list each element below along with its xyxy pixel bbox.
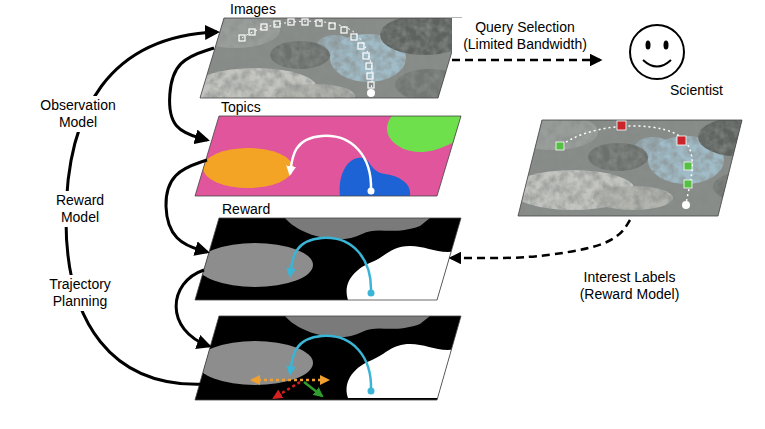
labeled-image-panel bbox=[508, 114, 765, 224]
planning-panel bbox=[190, 312, 465, 402]
topic-panel bbox=[190, 112, 465, 202]
image-panel bbox=[190, 12, 470, 122]
waypoint-squares bbox=[239, 19, 374, 88]
planning-arrow bbox=[176, 270, 209, 346]
topic-layer: Topics bbox=[207, 99, 463, 198]
flow-arrow bbox=[166, 160, 207, 252]
candidate-arrow bbox=[274, 382, 300, 398]
layer-heading: Topics bbox=[221, 99, 261, 115]
layer-heading: Reward bbox=[222, 201, 270, 217]
edge-label: Interest Labels (Reward Model) bbox=[562, 268, 697, 304]
reward-layer: Reward bbox=[207, 201, 451, 302]
candidate-arrow bbox=[304, 382, 322, 396]
scientist: Scientist bbox=[600, 22, 750, 220]
layer-heading: Images bbox=[230, 1, 276, 17]
edge-label: Query Selection (Limited Bandwidth) bbox=[452, 18, 598, 54]
reward-panel bbox=[190, 214, 465, 304]
dashed-arrow bbox=[452, 59, 600, 62]
process-label: Observation Model bbox=[30, 96, 126, 132]
dashed-arrow bbox=[451, 220, 630, 258]
flow-arrow bbox=[170, 48, 214, 140]
scientist-face bbox=[630, 25, 684, 79]
layer-heading: Scientist bbox=[670, 82, 723, 98]
candidate-arrow bbox=[252, 379, 328, 382]
process-label: Reward Model bbox=[44, 191, 116, 227]
image-layer: Images bbox=[214, 0, 452, 100]
process-label: Trajectory Planning bbox=[38, 275, 122, 311]
